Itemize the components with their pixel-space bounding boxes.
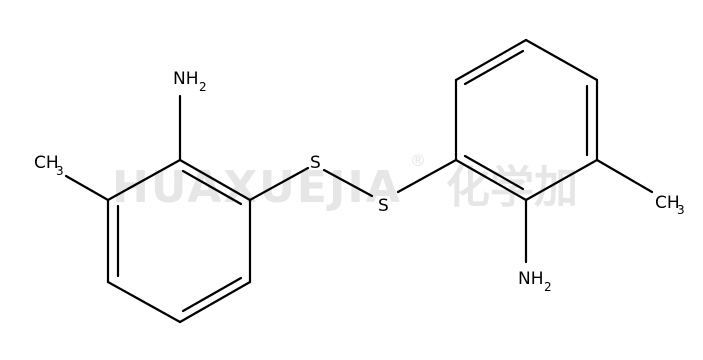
double-bond-inner	[181, 276, 243, 313]
label-ch3-left: CH 3	[34, 153, 64, 178]
right-ring	[396, 38, 654, 264]
ch3-left-main: CH	[34, 153, 59, 173]
bond-to-ch3	[595, 158, 654, 194]
bond-to-s	[396, 158, 458, 194]
bond	[178, 280, 252, 324]
bond	[106, 280, 182, 324]
bond-to-s	[248, 166, 310, 202]
label-nh2-top: NH 2	[173, 69, 207, 94]
atom-s-left: S	[310, 153, 321, 173]
bond	[524, 158, 599, 202]
bond-to-ch3	[64, 174, 110, 202]
nh2-top-main: NH	[173, 69, 199, 89]
label-nh2-bottom: NH 2	[518, 269, 552, 294]
bond	[454, 38, 528, 82]
nh2-top-sub: 2	[199, 80, 207, 94]
atom-s-right: S	[378, 196, 389, 216]
bond	[178, 158, 252, 202]
ch3-right-sub: 3	[677, 203, 685, 217]
nh2-bottom-sub: 2	[544, 280, 552, 294]
disulfide-bond	[322, 168, 374, 198]
bond	[454, 158, 528, 202]
bond	[106, 158, 182, 202]
double-bond-inner	[463, 154, 525, 191]
ch3-right-main: CH	[655, 193, 680, 213]
watermark-chinese: 化学加	[446, 162, 578, 213]
watermark: HUAXUEJIA ® 化学加	[112, 151, 578, 213]
bond	[524, 38, 599, 82]
left-ring	[64, 94, 310, 324]
ch3-left-sub: 3	[56, 164, 64, 178]
label-ch3-right: CH 3	[655, 193, 685, 217]
nh2-bottom-main: NH	[518, 269, 544, 289]
double-bond-inner	[463, 49, 525, 86]
watermark-registered: ®	[410, 151, 426, 170]
double-bond-inner	[181, 169, 243, 206]
